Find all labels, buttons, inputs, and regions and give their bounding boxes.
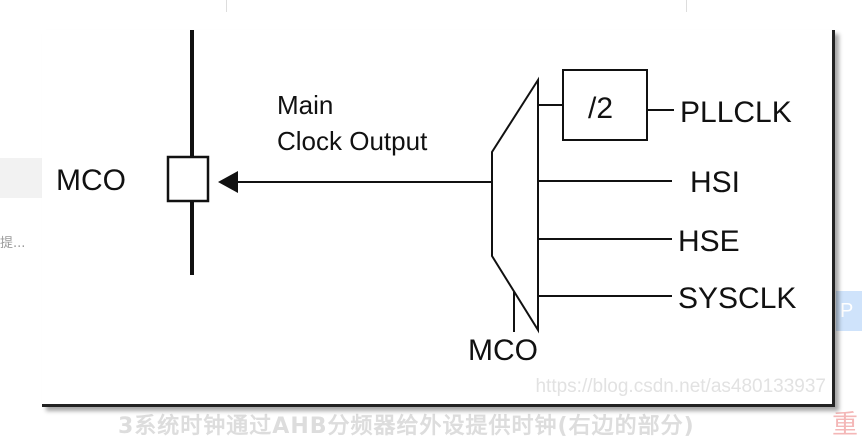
background-divider-line [686, 0, 687, 12]
source-label-hse: HSE [678, 225, 740, 258]
mux-select-label: MCO [468, 334, 538, 367]
divider-label: /2 [588, 92, 613, 125]
main-clock-label-line2: Clock Output [277, 126, 428, 156]
watermark-text: https://blog.csdn.net/as480133937 [535, 376, 826, 397]
main-clock-label-line1: Main [277, 90, 333, 120]
background-caption-red: 重 [832, 410, 859, 440]
mco-diagram-image: MCO Main Clock Output MCO /2 PLLCLK HSI … [42, 30, 835, 407]
mux-trapezoid [491, 76, 539, 334]
background-badge: P [836, 291, 862, 331]
source-label-sysclk: SYSCLK [678, 282, 796, 315]
background-divider-line [226, 0, 227, 12]
mco-pin-box [166, 155, 210, 203]
source-label-hsi: HSI [690, 166, 740, 199]
background-caption: 3系统时钟通过AHB分频器给外设提供时钟(右边的部分) [118, 414, 695, 439]
mco-diagram: MCO Main Clock Output MCO /2 PLLCLK HSI … [56, 30, 796, 367]
divider-box [562, 69, 648, 141]
background-snippet-text: 提... [0, 236, 26, 251]
mco-pin-label: MCO [56, 164, 126, 197]
background-panel [0, 158, 42, 198]
output-arrowhead [218, 171, 238, 193]
source-label-pllclk: PLLCLK [680, 96, 792, 129]
